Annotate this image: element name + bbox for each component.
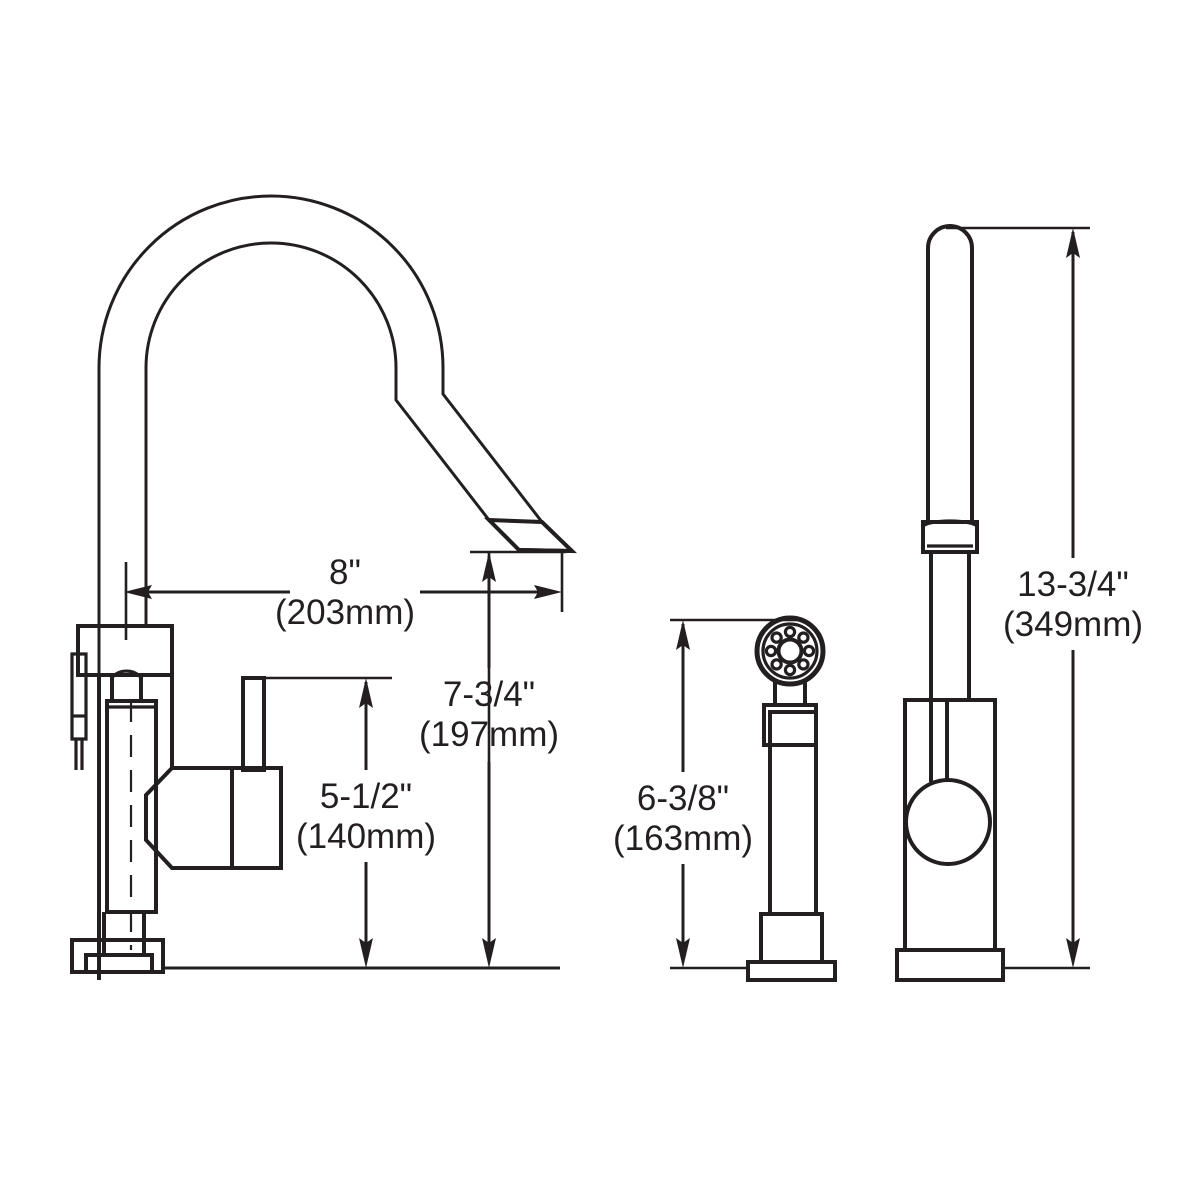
spout-height-dimension: 7-3/4" (197mm) — [419, 552, 559, 968]
spout-inner-profile — [144, 241, 491, 628]
spout-reach-metric: (203mm) — [275, 593, 415, 632]
side-spout-column — [926, 224, 974, 522]
side-spout-collar — [921, 519, 979, 554]
spout-outer-profile — [97, 194, 544, 980]
spray-head-center-hole — [776, 637, 804, 665]
spray-head-outer-ring — [754, 615, 826, 687]
overall-height-metric: (349mm) — [1003, 605, 1143, 644]
spray-nozzle-holes — [764, 625, 816, 677]
handle-height-imperial: 5-1/2" — [320, 777, 412, 816]
spray-lower-sleeve — [759, 912, 824, 964]
side-spray-height-dimension: 6-3/8" (163mm) — [613, 618, 800, 970]
handle-height-dimension: 5-1/2" (140mm) — [264, 676, 436, 968]
spout-reach-dimension: 8" (203mm) — [124, 550, 566, 960]
handle-lever — [230, 676, 283, 870]
spray-height-imperial: 6-3/8" — [637, 779, 729, 818]
spray-base-flange — [746, 960, 837, 982]
side-view-faucet — [895, 224, 1005, 982]
spray-height-metric: (163mm) — [613, 819, 753, 858]
spray-wand-barrel — [768, 710, 818, 916]
side-body-shell — [903, 698, 997, 952]
overall-height-dimension: 13-3/4" (349mm) — [946, 226, 1143, 970]
spout-height-imperial: 7-3/4" — [443, 675, 535, 714]
side-spray-view — [746, 615, 837, 982]
handle-height-metric: (140mm) — [296, 817, 436, 856]
handle-hub — [144, 766, 234, 870]
overall-height-imperial: 13-3/4" — [1017, 565, 1129, 604]
base-escutcheon — [70, 912, 165, 974]
spout-reach-imperial: 8" — [329, 553, 361, 592]
side-base-flange — [895, 948, 1005, 982]
front-view-faucet — [70, 194, 578, 980]
spout-height-metric: (197mm) — [419, 715, 559, 754]
spray-head-inner-ring — [761, 622, 819, 680]
side-clip-detail — [70, 652, 88, 770]
spout-aerator — [483, 517, 578, 554]
side-handle-circle — [904, 778, 992, 866]
